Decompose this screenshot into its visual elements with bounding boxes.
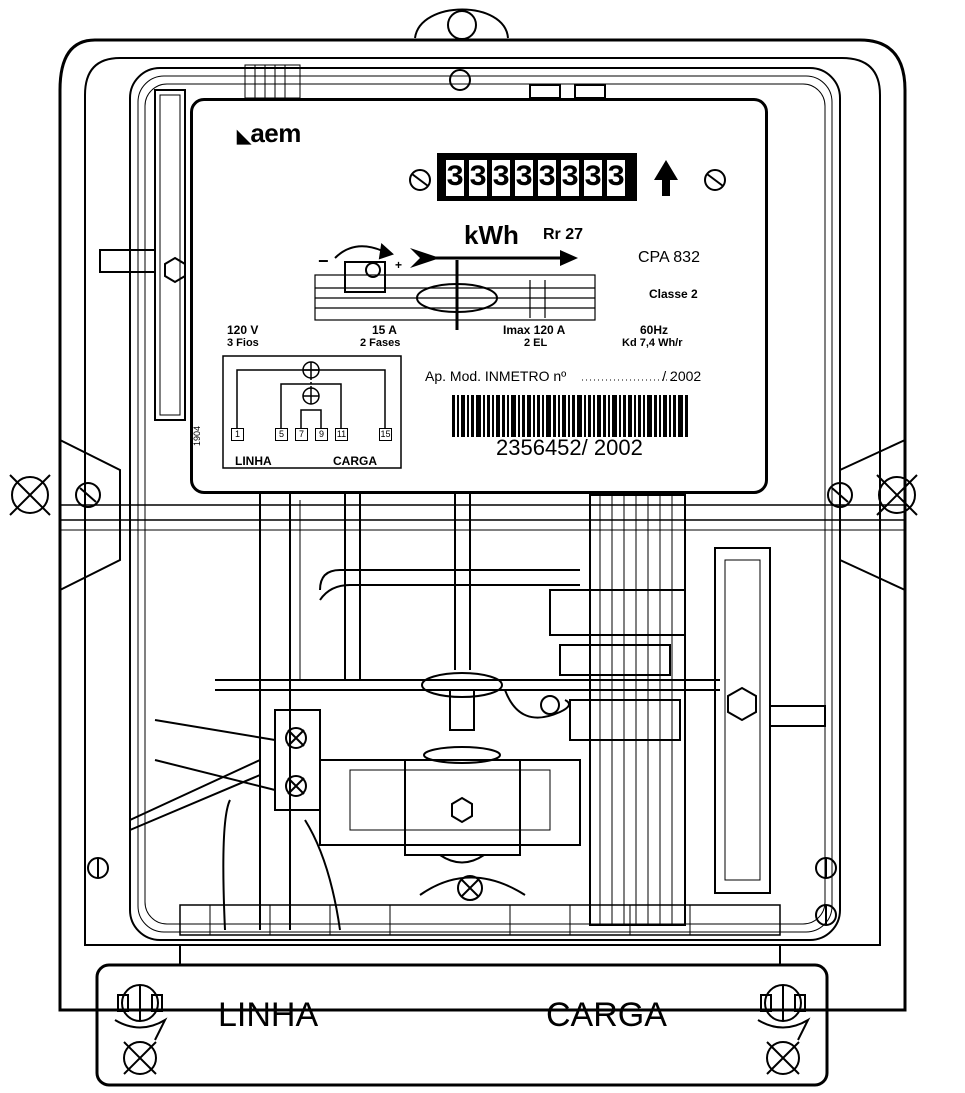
left-seal [9, 474, 101, 516]
register-digit: 3 [583, 159, 603, 197]
spec-imax: Imax 120 A [503, 323, 566, 337]
rotation-minus: − [318, 251, 329, 271]
spec-frequency: 60Hz [640, 323, 669, 337]
diagram-code: 1904 [192, 425, 202, 446]
cover-seal-left [114, 984, 168, 1075]
unit-label: kWh [464, 220, 519, 250]
brand-logo: ◣aem [237, 118, 301, 148]
serial-number: 2356452/ 2002 [496, 435, 643, 460]
diagram-carga-label: CARGA [333, 454, 377, 468]
cover-carga-label: CARGA [546, 996, 667, 1034]
spec-kd: Kd 7,4 Wh/r [622, 337, 683, 349]
terminal-cover [95, 963, 829, 1087]
register-digit: 3 [491, 159, 511, 197]
terminal-9: 9 [315, 428, 328, 441]
cover-linha-label: LINHA [218, 996, 319, 1034]
inmetro-approval: Ap. Mod. INMETRO nº / 2002 [425, 369, 701, 383]
spec-wires: 3 Fios [227, 337, 259, 349]
terminal-5: 5 [275, 428, 288, 441]
accuracy-class: Classe 2 [649, 287, 698, 301]
register-digit: 3 [514, 159, 534, 197]
register-digit: 3 [468, 159, 488, 197]
terminal-15: 15 [379, 428, 392, 441]
spec-phases: 2 Fases [360, 337, 401, 349]
model-number: CPA 832 [638, 249, 700, 266]
cover-seal-right [757, 984, 811, 1075]
register-ratio: Rr 27 [543, 226, 584, 243]
inmetro-suffix: / 2002 [662, 368, 702, 384]
inmetro-prefix: Ap. Mod. INMETRO nº [425, 368, 567, 384]
register-digit: 3 [445, 159, 465, 197]
terminal-1: 1 [231, 428, 244, 441]
rotation-plus: + [395, 258, 403, 272]
register-digit: 3 [606, 159, 626, 197]
spec-elements: 2 EL [524, 337, 548, 349]
terminal-11: 11 [335, 428, 348, 441]
right-seal [827, 474, 918, 516]
spec-voltage: 120 V [227, 323, 259, 337]
diagram-linha-label: LINHA [235, 454, 272, 468]
spec-current: 15 A [372, 323, 397, 337]
outer-housing [58, 38, 907, 1012]
register-digit: 3 [537, 159, 557, 197]
kwh-register: 3 3 3 3 3 3 3 3 [437, 153, 637, 201]
hanging-hook [414, 8, 509, 39]
register-digit: 3 [560, 159, 580, 197]
terminal-7: 7 [295, 428, 308, 441]
logo-mark-icon: ◣ [237, 126, 251, 146]
